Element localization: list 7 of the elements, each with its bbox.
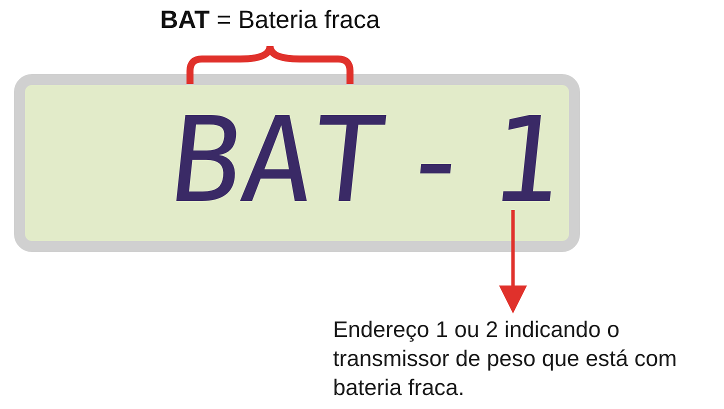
annotation-text: Endereço 1 ou 2 indicando o transmissor de peso que está com bateria fraca. xyxy=(333,316,708,406)
lcd-readout: BAT xyxy=(164,101,388,221)
arrow xyxy=(499,210,527,314)
legend-note: BAT = Bateria fraca xyxy=(90,6,450,40)
lcd-display-panel xyxy=(14,74,580,252)
lcd-readout: 1 xyxy=(484,101,568,221)
lcd-readout: - xyxy=(394,101,458,221)
